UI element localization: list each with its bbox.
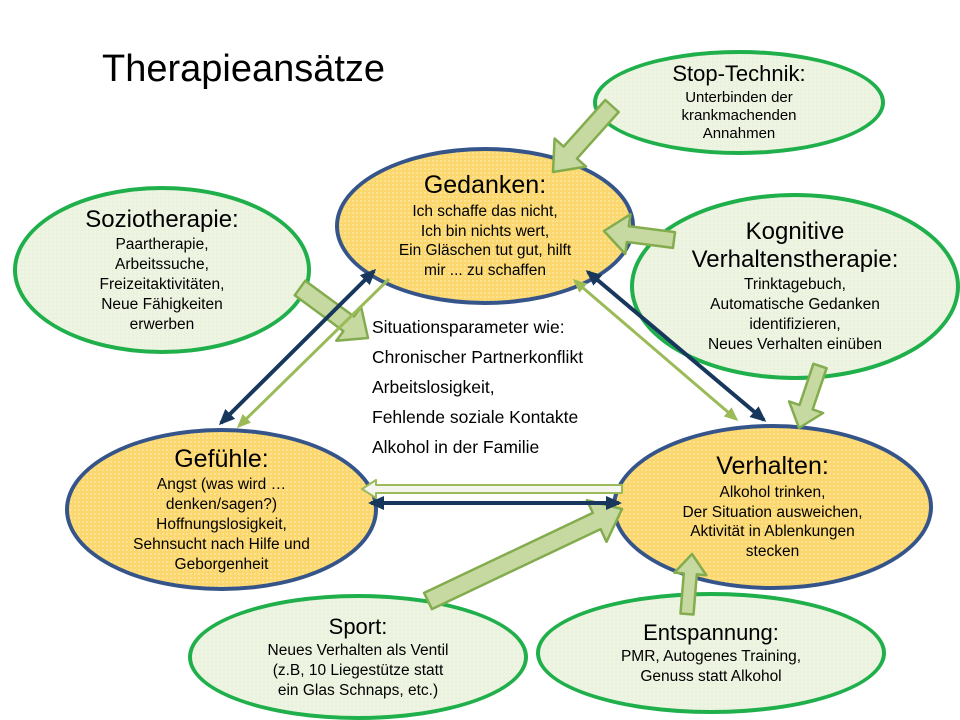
node-gedanken-body: Ich schaffe das nicht, Ich bin nichts we… xyxy=(398,202,572,280)
node-kvt-title: Kognitive Verhaltenstherapie: xyxy=(691,218,899,273)
node-sport-title: Sport: xyxy=(328,613,388,639)
node-entspannung: Entspannung: PMR, Autogenes Training, Ge… xyxy=(536,592,886,714)
node-sport-body: Neues Verhalten als Ventil (z.B, 10 Lieg… xyxy=(267,641,449,699)
node-stop-technik: Stop-Technik: Unterbinden der krankmache… xyxy=(593,50,885,155)
node-verhalten-body: Alkohol trinken, Der Situation ausweiche… xyxy=(682,483,863,561)
page-title: Therapieansätze xyxy=(102,48,386,90)
arrow-verhalten-to-gefuehle-flat xyxy=(361,479,623,499)
node-kvt-body: Trinktagebuch, Automatische Gedanken ide… xyxy=(707,276,883,353)
node-gedanken-title: Gedanken: xyxy=(423,170,547,199)
node-kognitive-verhaltenstherapie: Kognitive Verhaltenstherapie: Trinktageb… xyxy=(630,193,960,380)
node-gedanken: Gedanken: Ich schaffe das nicht, Ich bin… xyxy=(335,147,635,305)
node-entspannung-title: Entspannung: xyxy=(643,619,779,645)
node-verhalten-title: Verhalten: xyxy=(716,451,829,480)
node-stop-technik-title: Stop-Technik: xyxy=(672,61,806,87)
node-entspannung-body: PMR, Autogenes Training, Genuss statt Al… xyxy=(620,647,802,685)
node-gefuehle-body: Angst (was wird … denken/sagen?) Hoffnun… xyxy=(133,476,310,573)
situation-parameters-text: Situationsparameter wie: Chronischer Par… xyxy=(372,317,584,457)
node-soziotherapie: Soziotherapie: Paartherapie, Arbeitssuch… xyxy=(13,186,311,354)
arrow-sport-to-verhalten xyxy=(422,498,624,611)
node-gefuehle: Gefühle: Angst (was wird … denken/sagen?… xyxy=(65,428,378,591)
node-stop-technik-body: Unterbinden der krankmachenden Annahmen xyxy=(681,88,797,143)
node-sport: Sport: Neues Verhalten als Ventil (z.B, … xyxy=(188,594,528,720)
node-soziotherapie-title: Soziotherapie: xyxy=(85,205,239,233)
node-verhalten: Verhalten: Alkohol trinken, Der Situatio… xyxy=(612,424,933,590)
node-soziotherapie-body: Paartherapie, Arbeitssuche, Freizeitakti… xyxy=(99,236,225,333)
node-gefuehle-title: Gefühle: xyxy=(174,444,269,473)
